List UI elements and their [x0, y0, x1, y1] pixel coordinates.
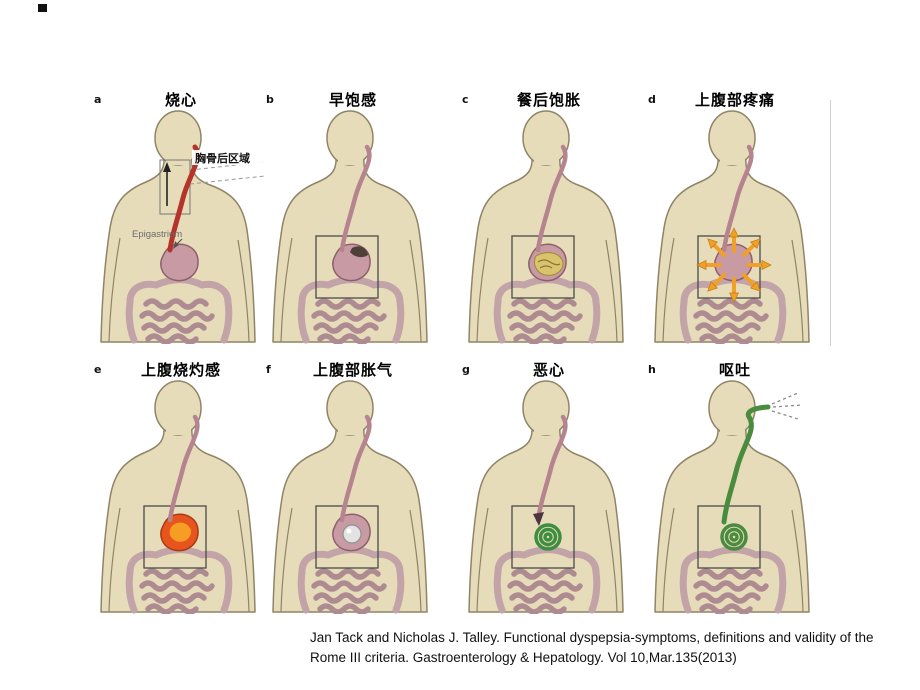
esophagus	[339, 144, 372, 253]
esophagus	[721, 404, 771, 525]
citation-line-1: Jan Tack and Nicholas J. Talley. Functio…	[310, 630, 874, 645]
stomach-coil	[720, 523, 748, 551]
satiety-marker	[350, 246, 368, 258]
left-arm-line	[476, 237, 489, 343]
panel-title: 早饱感	[328, 91, 377, 109]
panel-vomiting: h 呕吐	[646, 356, 824, 618]
anatomy-svg	[468, 110, 624, 345]
anatomy-svg	[468, 380, 624, 615]
panel-title: 烧心	[164, 91, 197, 109]
torso	[468, 425, 624, 613]
anatomy-svg: 胸骨后区域 Epigastrium	[100, 110, 266, 345]
figure-heartburn: 胸骨后区域 Epigastrium	[92, 110, 270, 348]
panel-letter: c	[462, 93, 469, 106]
intestines	[493, 546, 601, 615]
figure-epigastric-burning	[92, 380, 270, 618]
right-arm-line	[237, 239, 250, 343]
right-arm-line	[605, 509, 618, 613]
esophagus	[721, 144, 754, 253]
panel-title: 餐后饱胀	[516, 91, 581, 109]
retrosternal-box	[159, 159, 266, 215]
panel-header: b 早饱感	[264, 86, 442, 110]
right-arm-line	[237, 509, 250, 613]
left-arm-line	[280, 507, 293, 613]
esophagus	[167, 414, 200, 523]
panel-title: 呕吐	[718, 361, 751, 379]
anatomy-svg	[654, 380, 810, 615]
left-arm-line	[108, 507, 121, 613]
panel-header: d 上腹部疼痛	[646, 86, 824, 110]
epigastrium-label: Epigastrium	[132, 229, 182, 240]
panel-header: f 上腹部胀气	[264, 356, 442, 380]
panel-header: c 餐后饱胀	[460, 86, 638, 110]
figure-postprandial-fullness	[460, 110, 638, 348]
anatomy-svg	[272, 380, 428, 615]
panel-epigastric-bloating: f 上腹部胀气	[264, 356, 442, 618]
panel-letter: e	[94, 363, 102, 376]
body-silhouette	[468, 380, 624, 613]
panel-letter: h	[648, 363, 656, 376]
left-arm-line	[280, 237, 293, 343]
anatomy-svg	[100, 380, 256, 615]
pain-starburst	[696, 227, 772, 303]
esophagus	[339, 414, 372, 523]
retrosternal-callout: 胸骨后区域	[195, 151, 250, 165]
panel-title: 上腹烧灼感	[140, 361, 221, 379]
panel-header: e 上腹烧灼感	[92, 356, 270, 380]
panel-early-satiety: b 早饱感	[264, 86, 442, 348]
citation: Jan Tack and Nicholas J. Talley. Functio…	[310, 628, 910, 669]
burning-stomach	[160, 513, 199, 552]
panel-header: h 呕吐	[646, 356, 824, 380]
panel-letter: g	[462, 363, 470, 376]
esophagus-arrowhead	[533, 512, 544, 526]
panel-epigastric-burning: e 上腹烧灼感	[92, 356, 270, 618]
panel-nausea: g 恶心	[460, 356, 638, 618]
left-arm-line	[108, 237, 121, 343]
panel-epigastric-pain: d 上腹部疼痛	[646, 86, 824, 348]
left-arm-line	[476, 507, 489, 613]
stomach-food-contents	[533, 252, 564, 276]
figure-vomiting	[646, 380, 824, 618]
right-arm-line	[605, 239, 618, 343]
panel-postprandial-fullness: c 餐后饱胀	[460, 86, 638, 348]
slide-corner-mark	[38, 4, 47, 12]
right-arm-line	[409, 509, 422, 613]
stomach-coil	[534, 523, 562, 551]
figure-early-satiety	[264, 110, 442, 348]
citation-line-2: Rome III criteria. Gastroenterology & He…	[310, 650, 737, 666]
panel-letter: f	[266, 363, 271, 376]
gas-bubble	[342, 524, 362, 544]
panel-letter: b	[266, 93, 274, 106]
panel-title: 上腹部胀气	[312, 361, 393, 379]
panel-header: a 烧心	[92, 86, 270, 110]
torso	[654, 425, 810, 613]
stomach	[160, 243, 199, 282]
panel-title: 上腹部疼痛	[694, 91, 775, 109]
figure-epigastric-pain	[646, 110, 824, 348]
right-arm-line	[409, 239, 422, 343]
panel-header: g 恶心	[460, 356, 638, 380]
left-arm-line	[662, 507, 675, 613]
panel-letter: a	[94, 93, 102, 106]
esophagus	[535, 144, 568, 253]
anatomy-svg	[654, 110, 810, 345]
heartburn-annotations: 胸骨后区域 Epigastrium	[132, 150, 266, 249]
intestines	[125, 276, 233, 345]
panel-letter: d	[648, 93, 656, 106]
panel-heartburn: a 烧心 胸骨后区域 Epigastrium	[92, 86, 270, 348]
esophagus	[535, 414, 568, 523]
right-arm-line	[791, 239, 804, 343]
figure-epigastric-bloating	[264, 380, 442, 618]
anatomy-svg	[272, 110, 428, 345]
vomit-spray	[771, 392, 803, 420]
left-arm-line	[662, 237, 675, 343]
figure-nausea	[460, 380, 638, 618]
panel-title: 恶心	[532, 361, 565, 379]
right-arm-line	[791, 509, 804, 613]
panel-d-right-border	[830, 100, 831, 346]
